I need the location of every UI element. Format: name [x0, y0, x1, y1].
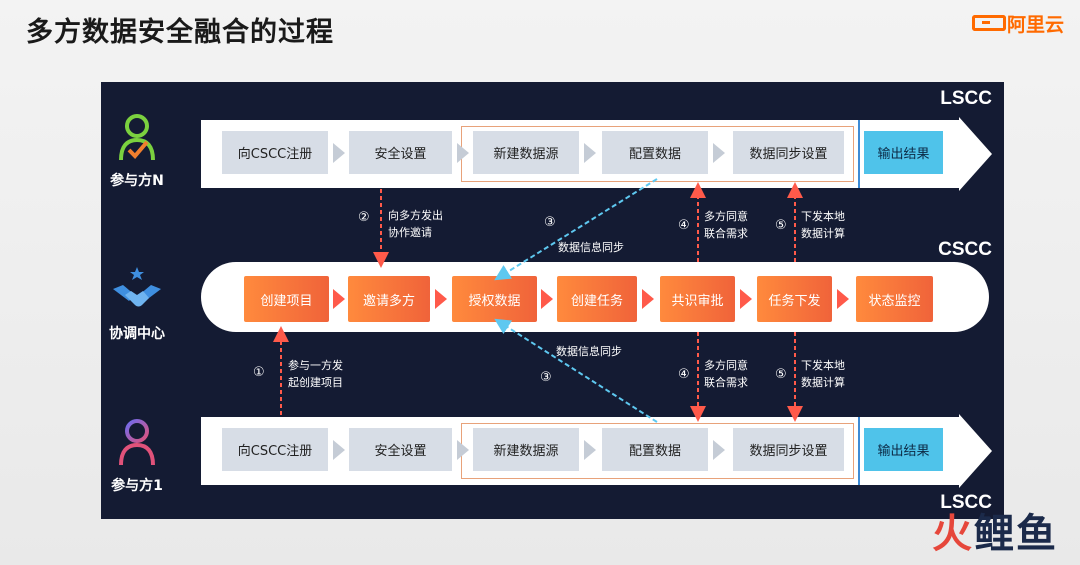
- step-1-register[interactable]: 向CSCC注册: [222, 428, 328, 471]
- alibaba-cloud-icon: [971, 15, 1006, 31]
- annotation-1-text: 参与一方发 起创建项目: [288, 357, 343, 391]
- annotation-1-line2: 起创建项目: [288, 376, 343, 389]
- chevron-icon: [740, 289, 752, 309]
- watermark-char-1: 火: [932, 511, 974, 557]
- annotation-2-line1: 向多方发出: [388, 209, 443, 222]
- cscc-label: CSCC: [938, 239, 992, 260]
- annotation-4-bottom-number: ④: [678, 367, 690, 382]
- chevron-icon: [837, 289, 849, 309]
- chevron-icon: [333, 440, 345, 460]
- annotation-5-top-number: ⑤: [775, 218, 787, 233]
- step-1-new-source[interactable]: 新建数据源: [473, 428, 579, 471]
- annotation-5-top-line2: 数据计算: [801, 227, 845, 240]
- step-n-sync[interactable]: 数据同步设置: [733, 131, 844, 174]
- chevron-icon: [333, 289, 345, 309]
- step-n-config[interactable]: 配置数据: [602, 131, 708, 174]
- lane-party-n-arrow: [959, 117, 992, 191]
- annotation-5-bottom-line1: 下发本地: [801, 359, 845, 372]
- chevron-icon: [642, 289, 654, 309]
- user-icon: [119, 419, 155, 466]
- annotation-4-bottom-text: 多方同意 联合需求: [704, 357, 748, 391]
- annotation-1-number: ①: [253, 365, 265, 380]
- handshake-icon: [113, 267, 161, 307]
- chevron-icon: [333, 143, 345, 163]
- step-c-authorize[interactable]: 授权数据: [452, 276, 537, 322]
- chevron-icon: [584, 440, 596, 460]
- chevron-icon: [457, 143, 469, 163]
- step-c-dispatch[interactable]: 任务下发: [757, 276, 832, 322]
- step-c-monitor[interactable]: 状态监控: [856, 276, 933, 322]
- actor-coordinator-name: 协调中心: [109, 326, 165, 342]
- annotation-3-top-text: 数据信息同步: [558, 241, 624, 254]
- annotation-3-top-number: ③: [544, 215, 556, 230]
- watermark-char-2: 鲤: [974, 511, 1016, 557]
- step-n-security[interactable]: 安全设置: [349, 131, 452, 174]
- step-n-new-source[interactable]: 新建数据源: [473, 131, 579, 174]
- annotation-3-bottom-number: ③: [540, 370, 552, 385]
- annotation-4-top-number: ④: [678, 218, 690, 233]
- watermark-char-3: 鱼: [1016, 511, 1058, 557]
- step-1-config[interactable]: 配置数据: [602, 428, 708, 471]
- lane-n-separator: [858, 120, 860, 188]
- actor-party-n: 参与方N: [92, 112, 182, 190]
- user-check-icon: [119, 114, 155, 161]
- step-n-output[interactable]: 输出结果: [864, 131, 943, 174]
- annotation-5-bottom-text: 下发本地 数据计算: [801, 357, 845, 391]
- page-title: 多方数据安全融合的过程: [26, 17, 334, 48]
- step-1-output[interactable]: 输出结果: [864, 428, 943, 471]
- annotation-5-bottom-line2: 数据计算: [801, 376, 845, 389]
- annotation-2-text: 向多方发出 协作邀请: [388, 207, 443, 241]
- chevron-icon: [713, 143, 725, 163]
- annotation-4-bottom-line1: 多方同意: [704, 359, 748, 372]
- annotation-4-bottom-line2: 联合需求: [704, 376, 748, 389]
- annotation-1-line1: 参与一方发: [288, 359, 343, 372]
- step-n-register[interactable]: 向CSCC注册: [222, 131, 328, 174]
- actor-party-1: 参与方1: [92, 417, 182, 495]
- step-c-create-project[interactable]: 创建项目: [244, 276, 329, 322]
- annotation-2-line2: 协作邀请: [388, 226, 432, 239]
- lane-1-separator: [858, 417, 860, 485]
- brand-logo: 阿里云: [971, 10, 1064, 36]
- step-1-security[interactable]: 安全设置: [349, 428, 452, 471]
- chevron-icon: [435, 289, 447, 309]
- step-c-create-task[interactable]: 创建任务: [557, 276, 637, 322]
- step-c-consensus[interactable]: 共识审批: [660, 276, 735, 322]
- annotation-4-top-line2: 联合需求: [704, 227, 748, 240]
- annotation-3-bottom-text: 数据信息同步: [556, 345, 622, 358]
- actor-coordinator: 协调中心: [92, 265, 182, 343]
- chevron-icon: [713, 440, 725, 460]
- chevron-icon: [457, 440, 469, 460]
- lscc-bottom-label: LSCC: [940, 492, 992, 513]
- lane-party-1-arrow: [959, 414, 992, 488]
- step-c-invite[interactable]: 邀请多方: [348, 276, 430, 322]
- watermark-logo: 火鲤鱼: [932, 501, 1058, 559]
- logo-text: 阿里云: [1006, 13, 1064, 36]
- step-1-sync[interactable]: 数据同步设置: [733, 428, 844, 471]
- actor-party-n-name: 参与方N: [110, 173, 164, 189]
- annotation-5-top-text: 下发本地 数据计算: [801, 208, 845, 242]
- annotation-2-number: ②: [358, 210, 370, 225]
- lscc-top-label: LSCC: [940, 88, 992, 109]
- annotation-5-top-line1: 下发本地: [801, 210, 845, 223]
- actor-party-1-name: 参与方1: [111, 478, 163, 494]
- annotation-4-top-text: 多方同意 联合需求: [704, 208, 748, 242]
- annotation-4-top-line1: 多方同意: [704, 210, 748, 223]
- annotation-5-bottom-number: ⑤: [775, 367, 787, 382]
- chevron-icon: [541, 289, 553, 309]
- chevron-icon: [584, 143, 596, 163]
- diagram-panel: LSCC CSCC LSCC 参与方N 协调中心: [101, 82, 1004, 519]
